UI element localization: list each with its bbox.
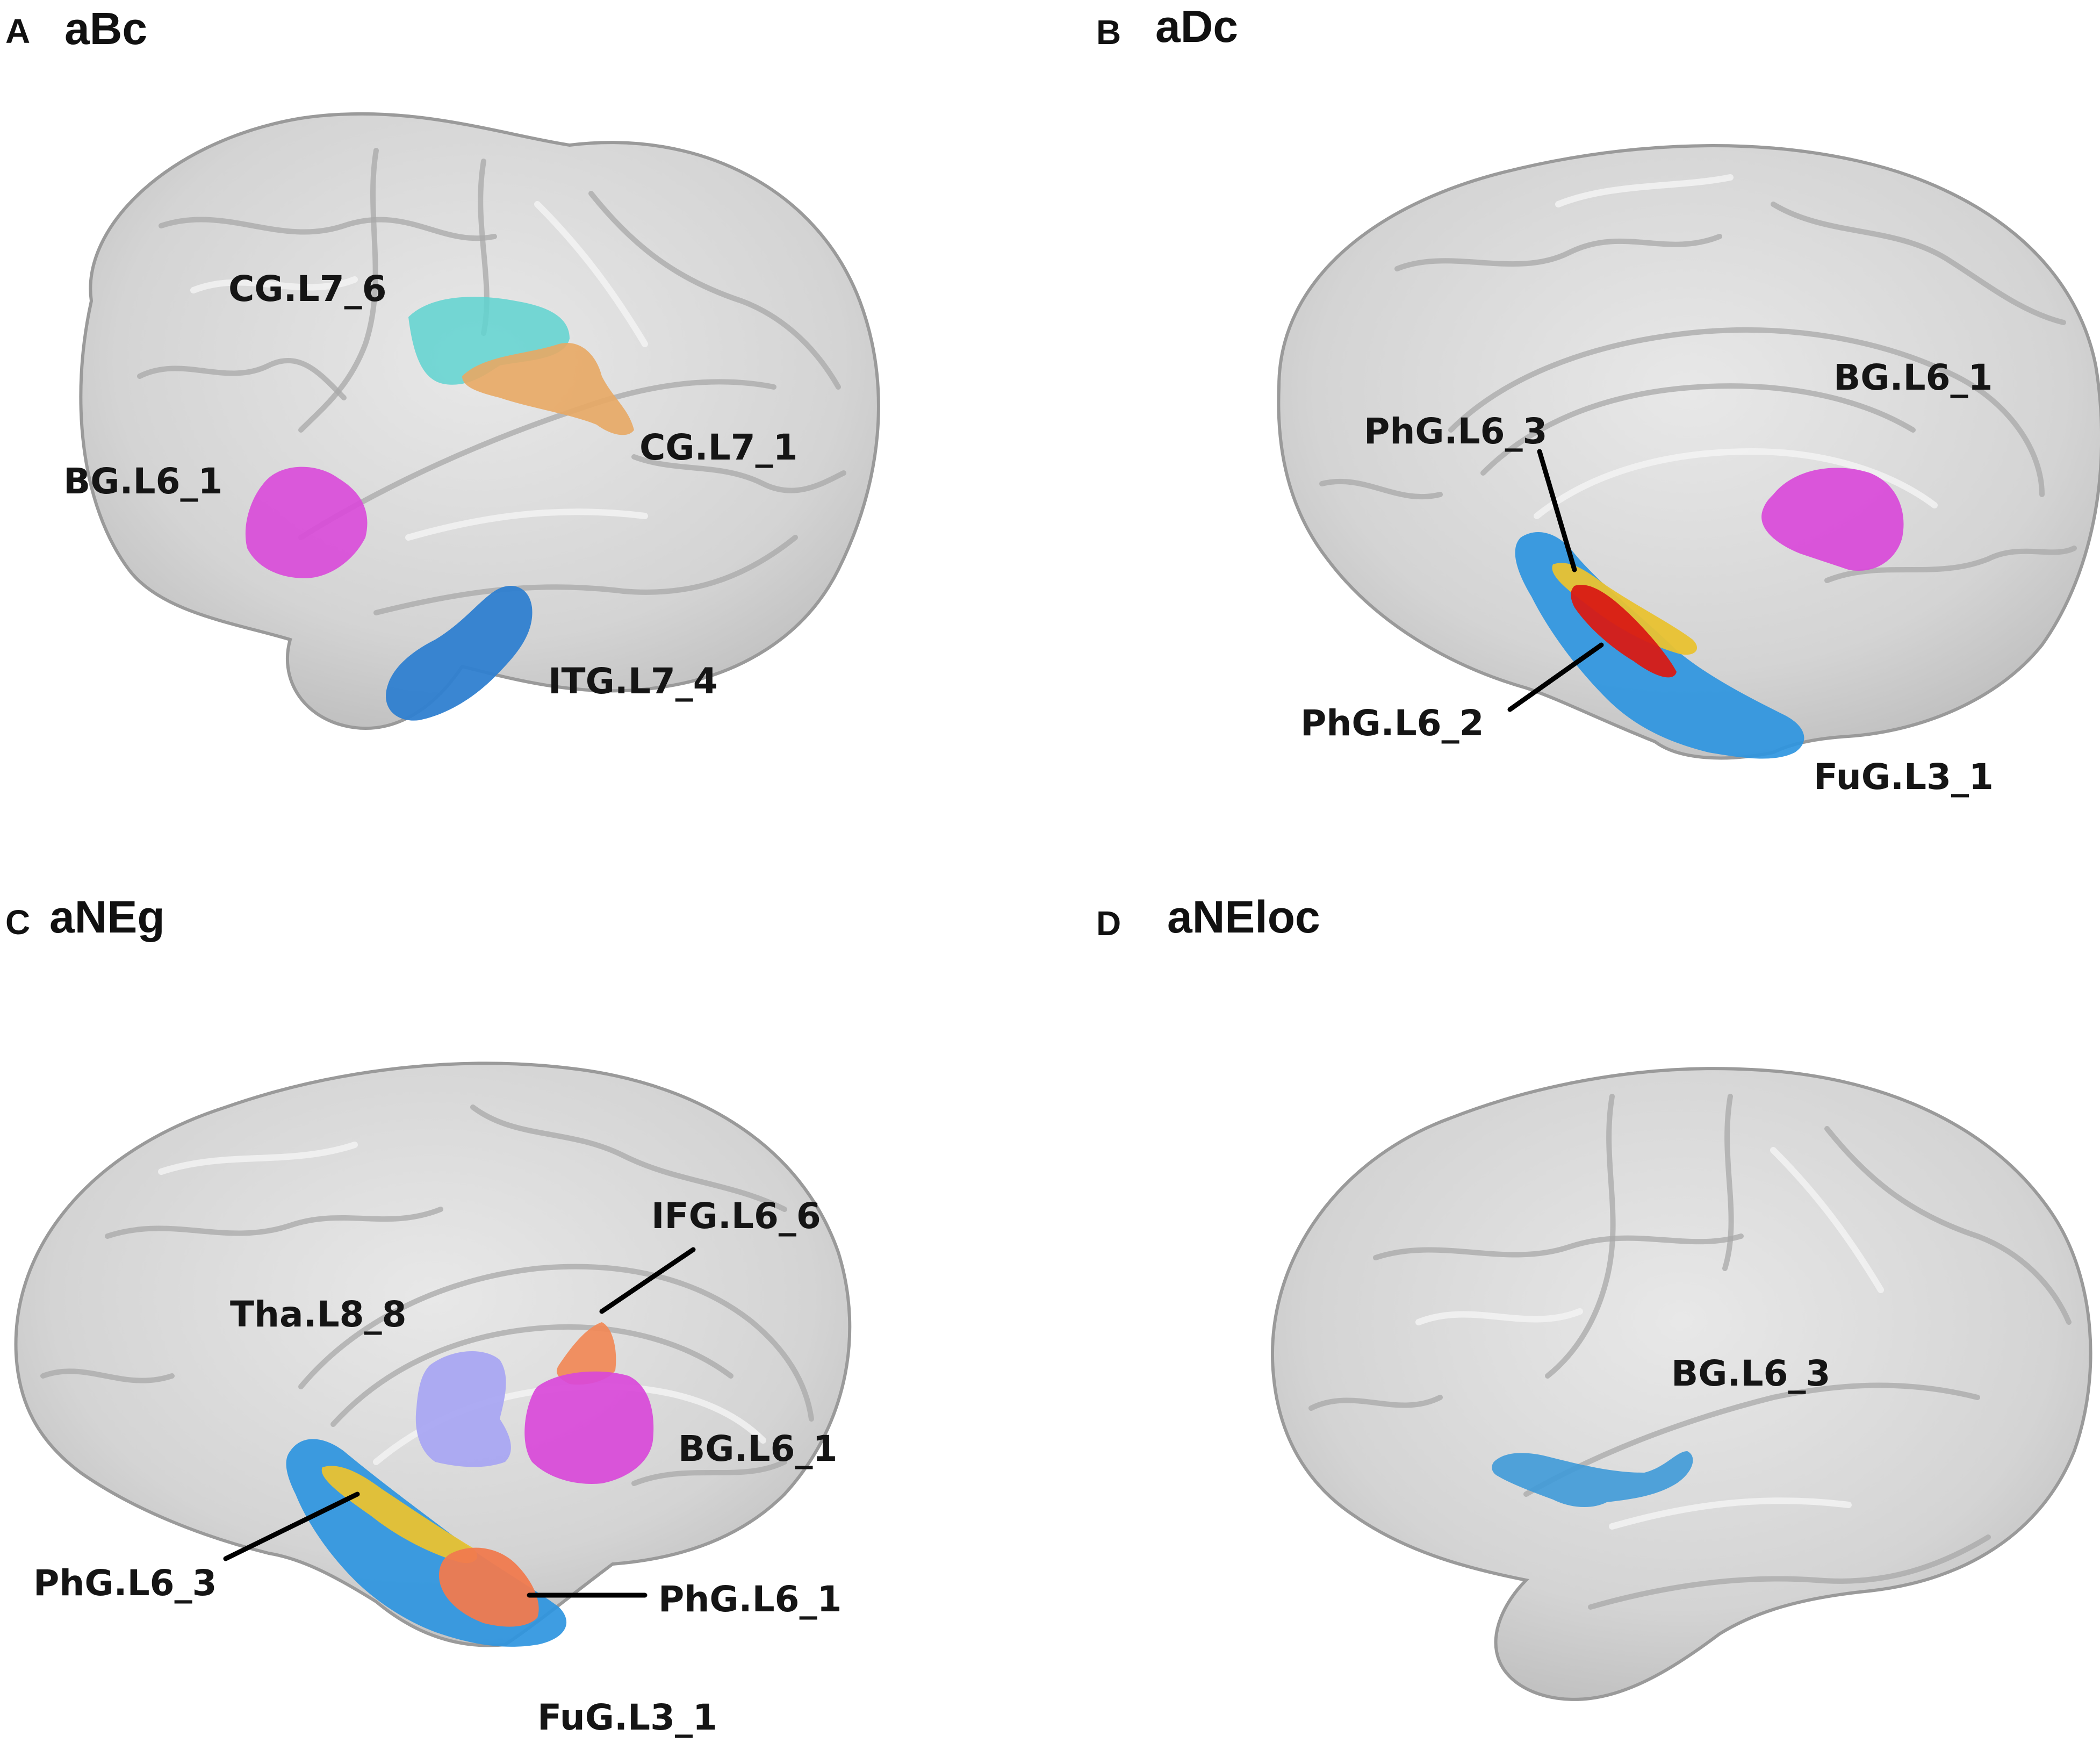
label-c-fug-l3-1: FuG.L3_1: [537, 1697, 717, 1738]
region-b-phg-l6-2: [1571, 585, 1677, 678]
brain-c-sulcus-3: [105, 1207, 443, 1239]
label-a-bg-l6-1: BG.L6_1: [63, 461, 222, 502]
leader-c-phg-l6-3: [223, 1491, 360, 1561]
region-a-cg-l7-1: [462, 343, 634, 435]
brain-d-sulcus-5: [1824, 1126, 2072, 1325]
region-c-tha-l8-8: [415, 1351, 511, 1467]
brain-b-gyrus-2: [1555, 174, 1734, 207]
brain-b: [1277, 144, 2100, 760]
brain-d-gyrus-1: [1415, 1308, 1583, 1325]
brain-a-gyrus-3: [405, 508, 648, 541]
brain-d-sulcus-7: [1588, 1534, 1991, 1610]
brain-d-sulcus-3: [1722, 1094, 1734, 1271]
label-c-phg-l6-3: PhG.L6_3: [33, 1562, 217, 1604]
brain-d-sulcus-1: [1373, 1233, 1744, 1260]
label-a-itg-l7-4: ITG.L7_4: [548, 661, 718, 702]
brain-a-sulcus-8: [631, 454, 846, 493]
brain-b-outline: [1277, 144, 2100, 760]
brain-c-gyrus-2: [158, 1142, 358, 1175]
region-a-bg-l6-1: [245, 467, 368, 578]
brain-c-sulcus-4: [470, 1104, 787, 1212]
label-c-ifg-l6-6: IFG.L6_6: [651, 1195, 821, 1237]
brain-c: [14, 1061, 852, 1647]
brain-d-sulcus-2: [1545, 1094, 1616, 1379]
brain-b-sulcus-5: [1319, 478, 1443, 500]
region-a-itg-l7-4: [386, 586, 533, 721]
brain-b-sulcus-2: [1480, 383, 1916, 476]
label-a-cg-l7-6: CG.L7_6: [228, 268, 387, 310]
panel-d-title: aNEloc: [1167, 892, 1320, 942]
brain-b-gyrus-1: [1534, 448, 1938, 519]
panel-a: A aBc CG.L7_6 CG.L7_1 BG.L6_1 ITG.L7_4: [5, 3, 880, 730]
panel-c: C aNEg IFG.L6_6 Tha.L8_8 BG.L6_1 PhG.L6_…: [5, 892, 852, 1738]
region-b-bg-l6-1: [1761, 468, 1904, 571]
panel-b-letter: B: [1096, 13, 1121, 52]
region-c-ifg-l6-6: [557, 1322, 616, 1385]
brain-a-gyrus-1: [190, 276, 358, 293]
brain-b-sulcus-4: [1771, 202, 2066, 325]
label-b-phg-l6-3: PhG.L6_3: [1364, 411, 1548, 452]
label-c-phg-l6-1: PhG.L6_1: [658, 1579, 842, 1620]
panel-b-title: aDc: [1155, 1, 1238, 52]
panel-a-letter: A: [5, 12, 30, 51]
region-d-bg-l6-3: [1492, 1451, 1693, 1508]
brain-b-sulcus-3: [1394, 234, 1722, 271]
label-d-bg-l6-3: BG.L6_3: [1671, 1353, 1830, 1394]
brain-d: [1271, 1067, 2092, 1701]
brain-b-sulcus-1: [1448, 327, 2045, 497]
brain-c-sulcus-2: [330, 1324, 733, 1427]
brain-a-sulcus-2: [298, 148, 379, 433]
brain-b-sulcus-6: [1824, 546, 2077, 583]
brain-d-sulcus-6: [1308, 1395, 1443, 1411]
leader-b-phg-l6-3: [1537, 449, 1577, 572]
region-c-phg-l6-1: [438, 1547, 539, 1627]
panel-b: B aDc BG.L6_1 PhG.L6_3 PhG.L6_2 FuG.L3_1: [1096, 1, 2100, 798]
region-c-bg-l6-1: [524, 1371, 654, 1484]
brain-a-sulcus-5: [588, 191, 841, 390]
brain-d-gyrus-2: [1770, 1147, 1884, 1293]
brain-c-sulcus-6: [631, 1459, 787, 1486]
label-a-cg-l7-1: CG.L7_1: [639, 427, 798, 468]
label-c-tha-l8-8: Tha.L8_8: [230, 1294, 407, 1335]
panel-d: D aNEloc BG.L6_3: [1096, 892, 2092, 1701]
brain-d-sulcus-4: [1523, 1382, 1980, 1497]
label-b-fug-l3-1: FuG.L3_1: [1814, 756, 1994, 798]
panel-c-letter: C: [5, 903, 30, 942]
brain-a-sulcus-7: [373, 535, 798, 615]
brain-d-gyrus-3: [1609, 1497, 1852, 1530]
leader-b-phg-l6-2: [1507, 642, 1604, 712]
brain-c-sulcus-5: [40, 1368, 175, 1383]
brain-c-sulcus-1: [298, 1264, 814, 1422]
brain-a-sulcus-1: [159, 217, 497, 241]
brain-a-sulcus-6: [137, 357, 347, 400]
region-c-phg-l6-3: [321, 1466, 478, 1563]
leader-c-ifg-l6-6: [599, 1247, 696, 1314]
panel-c-title: aNEg: [49, 892, 165, 942]
panel-a-title: aBc: [64, 3, 147, 54]
brain-d-outline: [1271, 1067, 2092, 1701]
label-b-phg-l6-2: PhG.L6_2: [1300, 702, 1484, 744]
brain-a-gyrus-2: [534, 201, 648, 347]
label-b-bg-l6-1: BG.L6_1: [1833, 357, 1993, 398]
brain-a-outline: [79, 112, 880, 730]
panel-d-letter: D: [1096, 904, 1121, 943]
region-a-cg-l7-6: [408, 297, 570, 385]
label-c-bg-l6-1: BG.L6_1: [678, 1428, 837, 1469]
brain-a: [79, 112, 880, 730]
